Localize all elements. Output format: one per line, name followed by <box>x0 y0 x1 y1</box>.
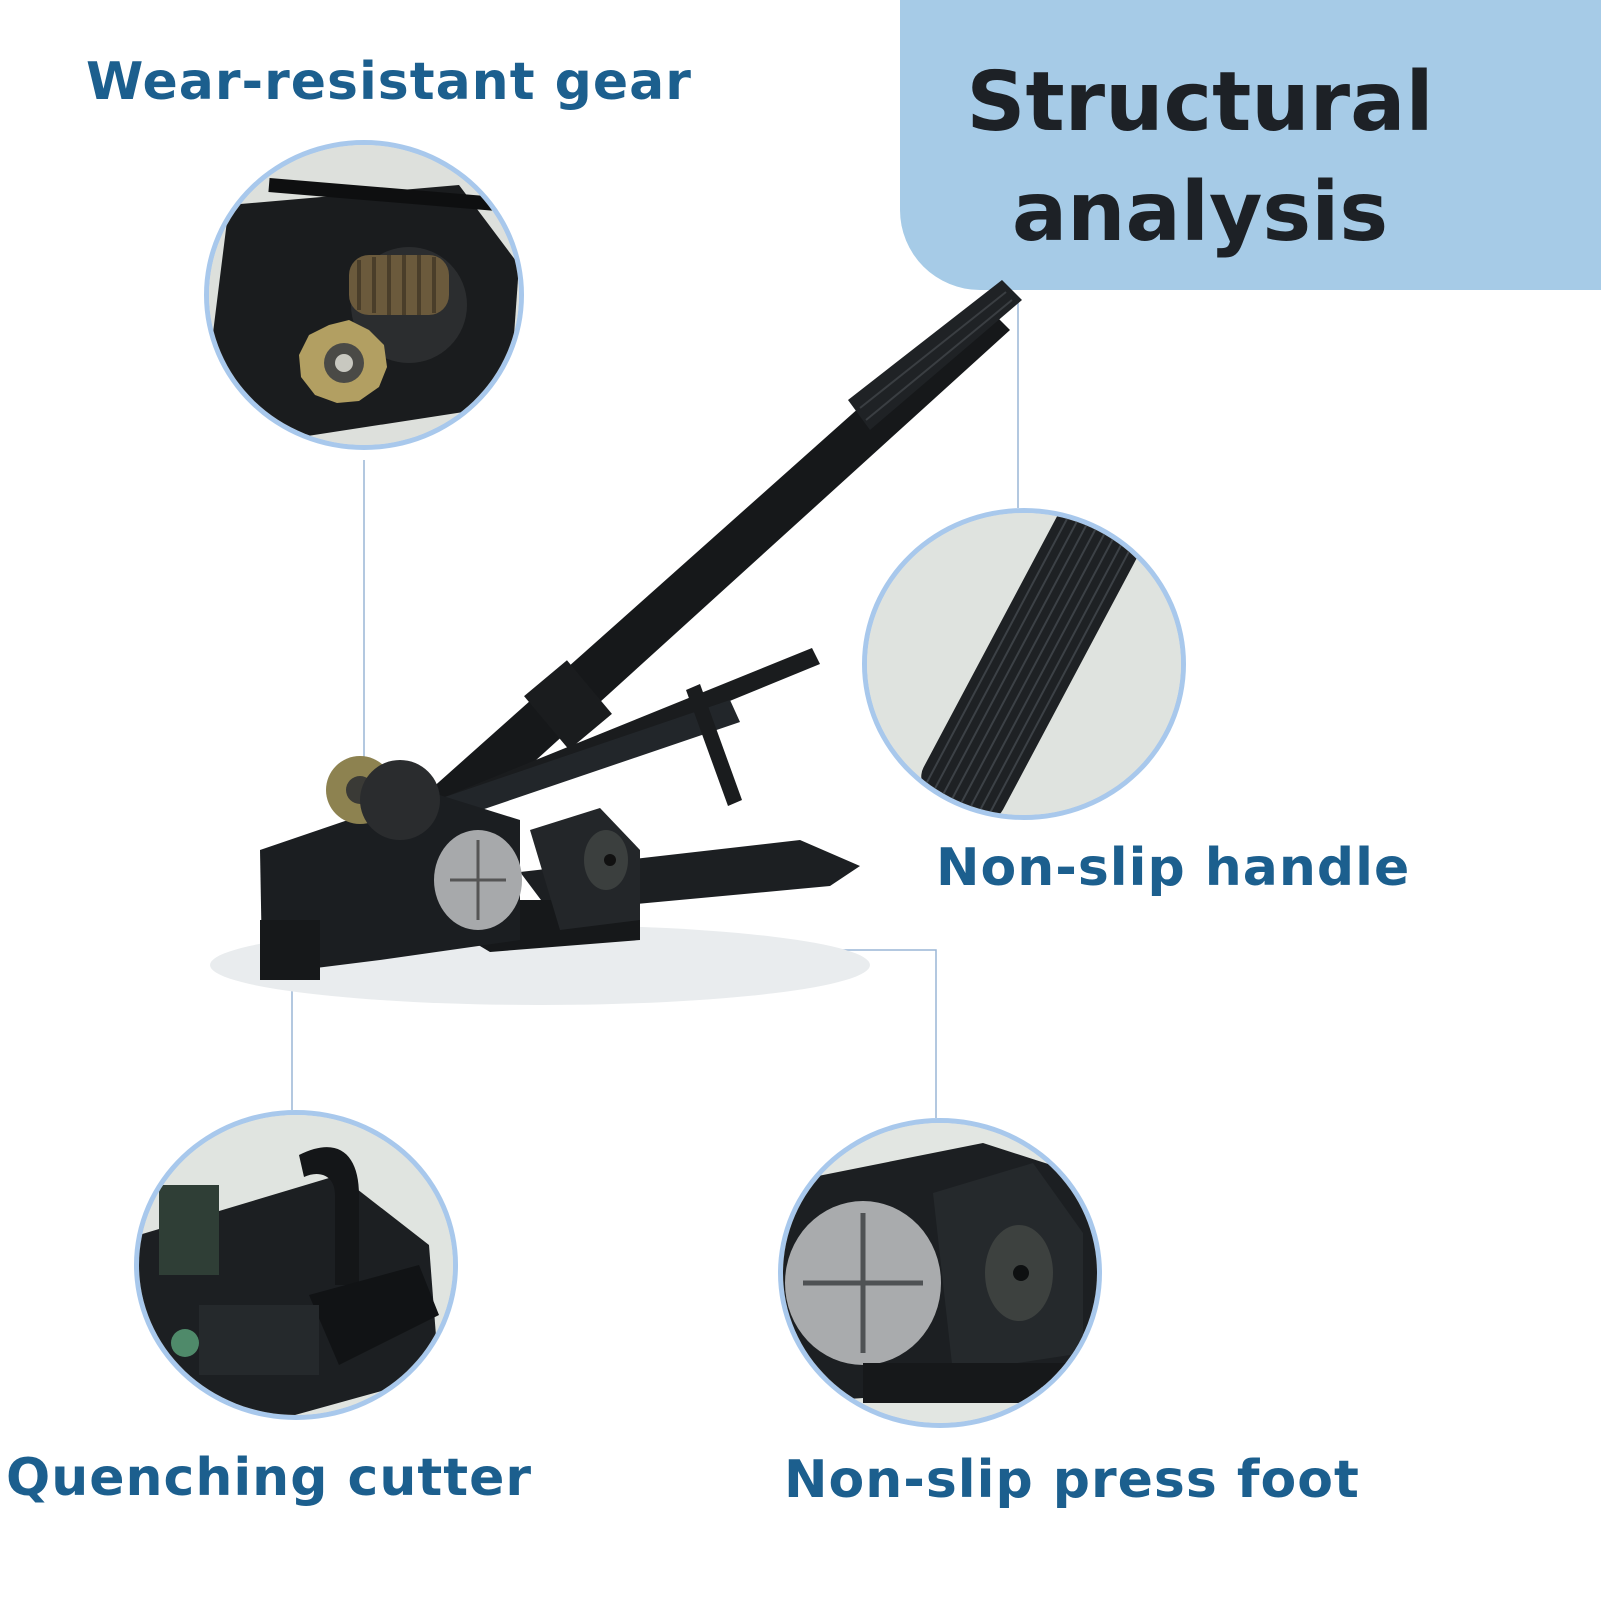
title: Structural analysis <box>940 48 1460 268</box>
title-panel: Structural analysis <box>900 0 1601 290</box>
title-line-1: Structural <box>966 55 1434 150</box>
label-handle: Non-slip handle <box>936 838 1411 898</box>
label-cutter: Quenching cutter <box>6 1448 532 1508</box>
label-press-foot: Non-slip press foot <box>784 1450 1360 1510</box>
detail-circle-gear <box>204 140 524 450</box>
tool-body <box>260 792 520 970</box>
handle-grip-detail <box>921 513 1156 815</box>
label-gear: Wear-resistant gear <box>86 52 692 112</box>
cutter-detail-illustration <box>139 1115 453 1415</box>
detail-circle-handle <box>862 508 1186 820</box>
detail-circle-cutter <box>134 1110 458 1420</box>
press-foot-detail-illustration <box>783 1123 1097 1423</box>
title-line-2: analysis <box>1011 165 1389 260</box>
handle-grip <box>848 280 1022 430</box>
gear-detail-illustration <box>209 145 519 445</box>
detail-circle-press-foot <box>778 1118 1102 1428</box>
handle-detail-illustration <box>867 513 1181 815</box>
